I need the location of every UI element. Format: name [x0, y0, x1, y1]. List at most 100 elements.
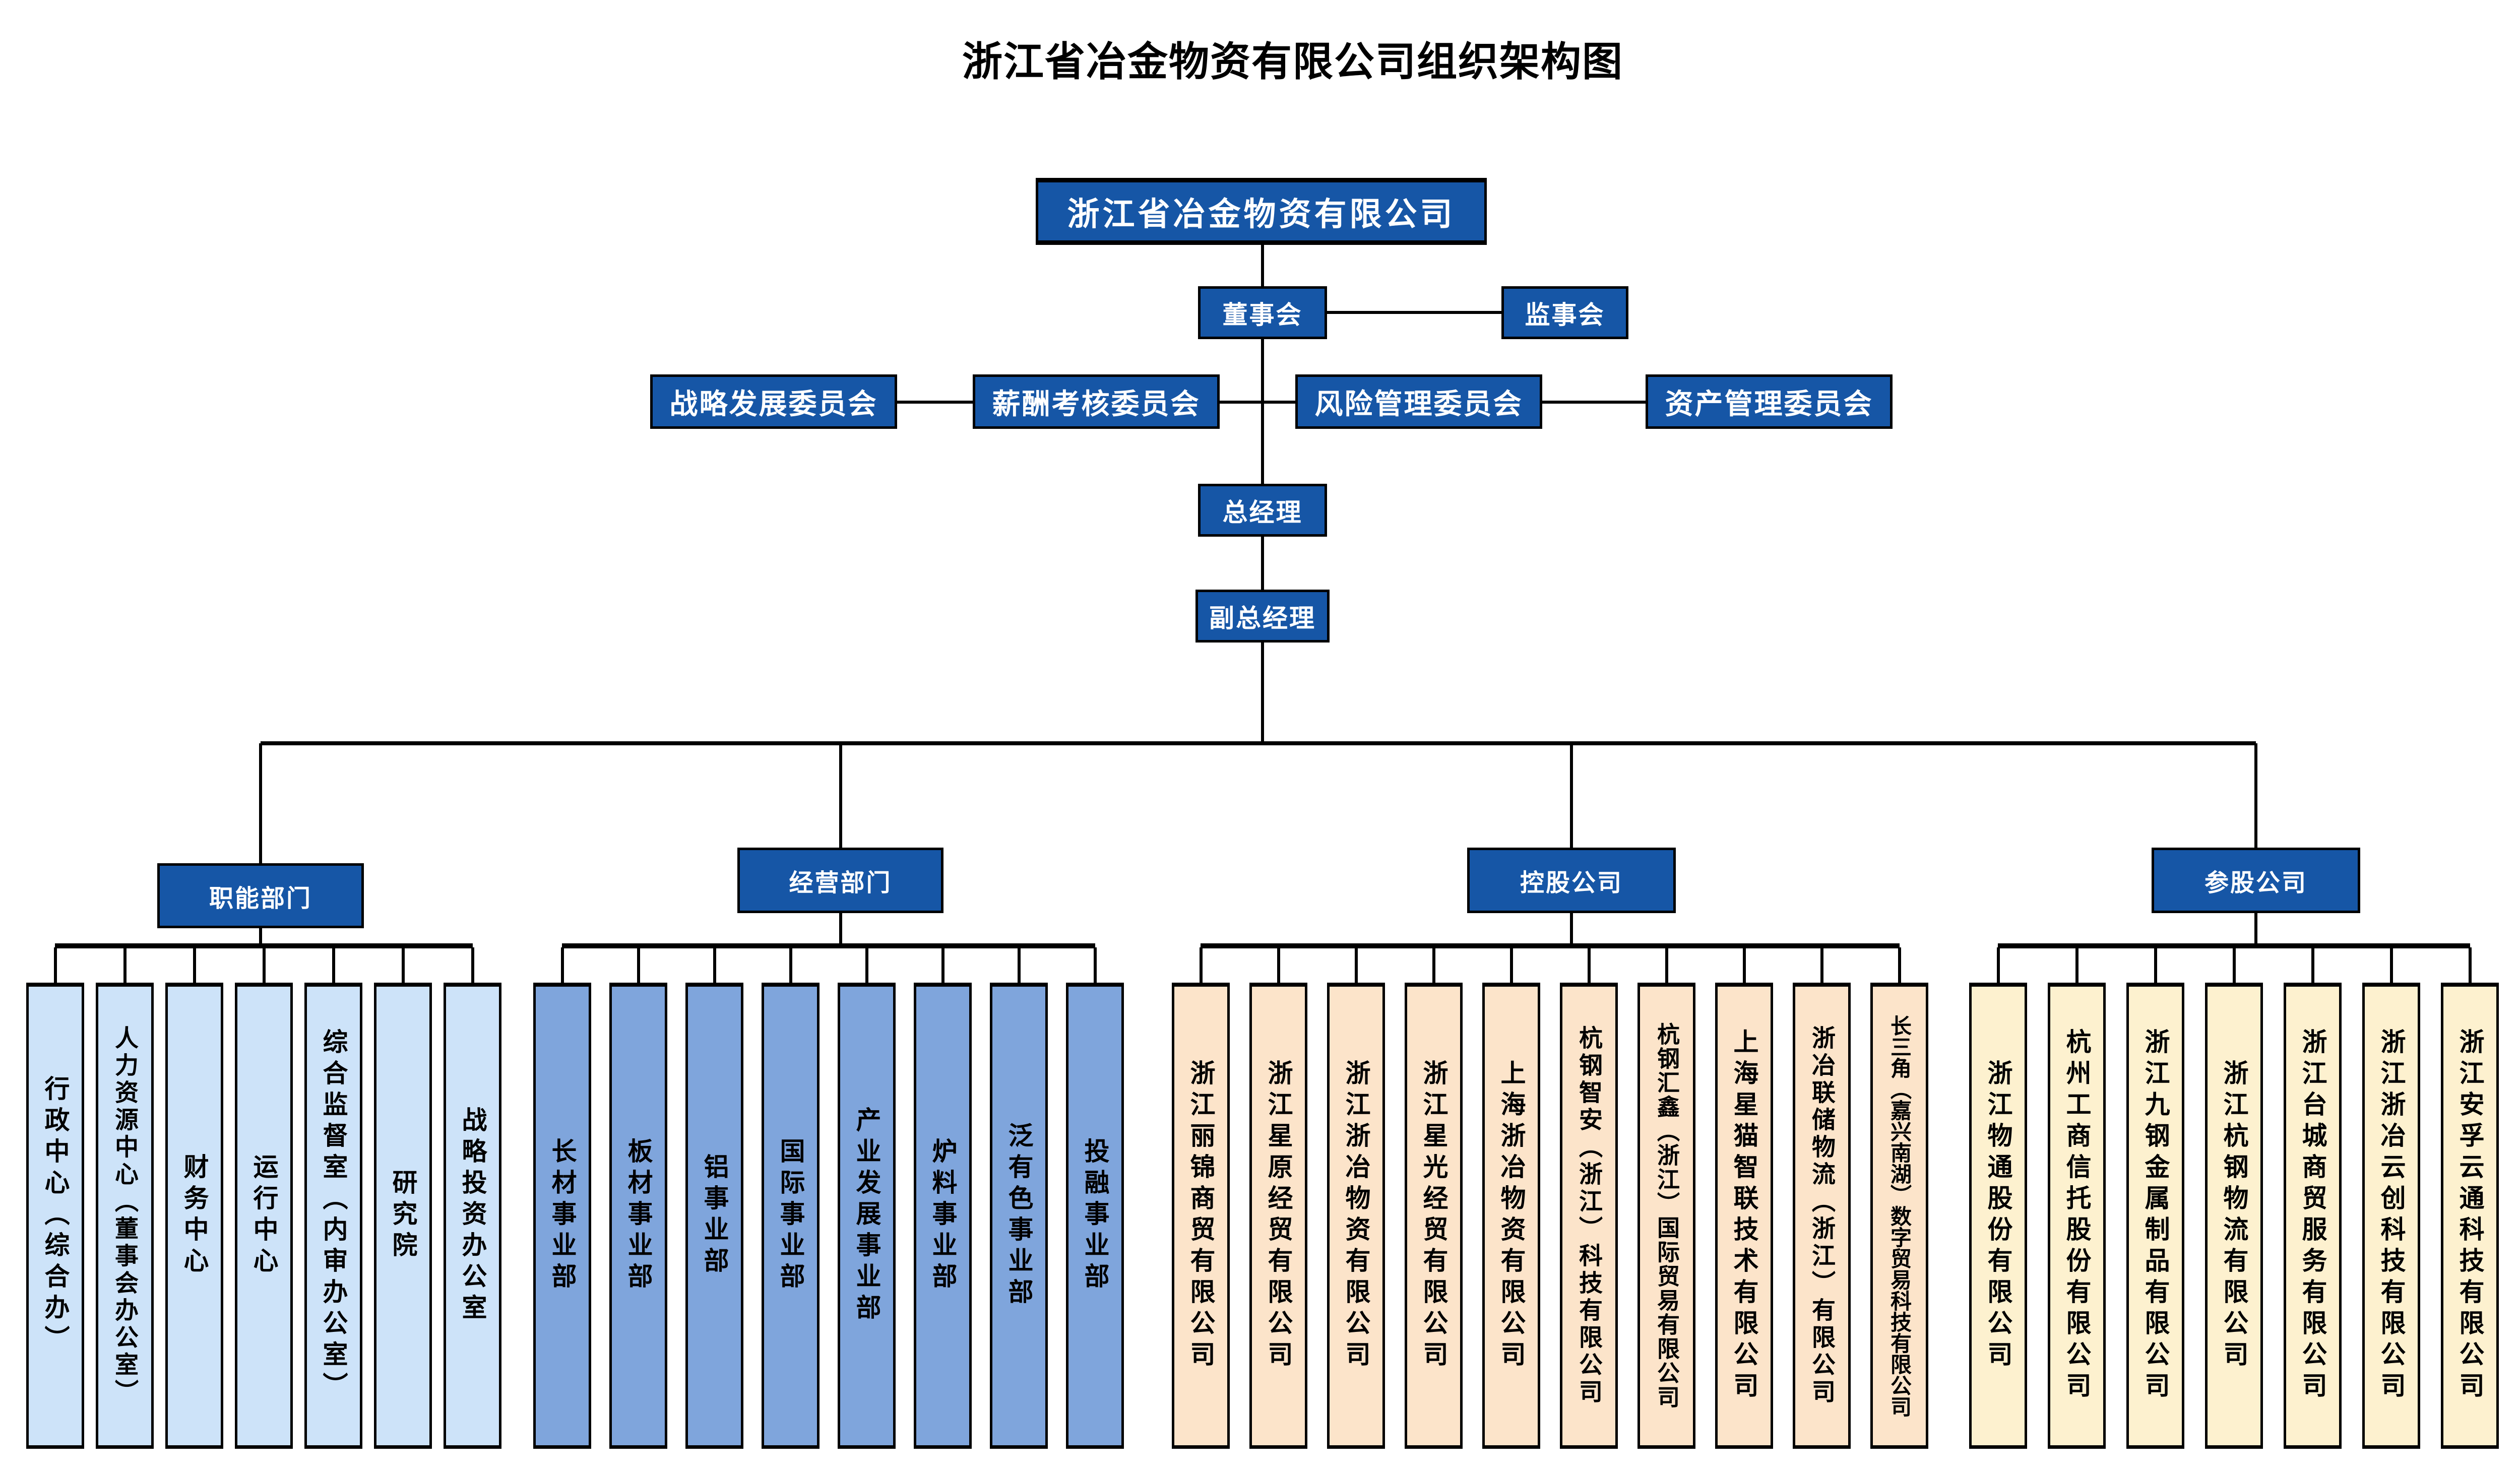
bus-participating: [1998, 943, 2470, 948]
org-child-node: 铝事业部: [685, 947, 743, 1449]
connector-board-supervisory: [1327, 311, 1501, 314]
org-child-node: 行政中心（综合办）: [26, 947, 84, 1449]
org-child-label: 浙江台城商贸服务有限公司: [2298, 1029, 2327, 1403]
org-child-label: 浙冶联储物流（浙江）有限公司: [1808, 1025, 1835, 1406]
org-child-label: 战略投资办公室: [458, 1107, 487, 1325]
node-root-company: 浙江省冶金物资有限公司: [1036, 178, 1487, 245]
org-child-label: 浙江浙冶云创科技有限公司: [2377, 1029, 2406, 1403]
org-child-node: 浙江星光经贸有限公司: [1405, 947, 1463, 1449]
org-child-label: 国际事业部: [776, 1138, 805, 1294]
bus-business: [562, 943, 1095, 948]
org-child-label: 长材事业部: [548, 1138, 577, 1294]
org-child-node: 杭钢智安（浙江）科技有限公司: [1560, 947, 1618, 1449]
org-child-label: 炉料事业部: [928, 1138, 957, 1294]
org-child-label: 杭钢智安（浙江）科技有限公司: [1576, 1025, 1602, 1406]
org-child-node: 浙江浙冶云创科技有限公司: [2362, 947, 2420, 1449]
page-title: 浙江省冶金物资有限公司组织架构图: [962, 39, 1623, 84]
org-child-node: 杭州工商信托股份有限公司: [2048, 947, 2106, 1449]
node-branch-participating: 参股公司: [2152, 848, 2360, 913]
functional-children-row: 行政中心（综合办） 人力资源中心（董事会办公室） 财务中心 运行中心 综合监督室…: [26, 947, 501, 1449]
org-child-node: 上海浙冶物资有限公司: [1482, 947, 1540, 1449]
connector-participating-to-bus: [2254, 911, 2257, 946]
org-child-node: 杭钢汇鑫（浙江）国际贸易有限公司: [1637, 947, 1695, 1449]
bus-functional: [55, 943, 473, 948]
participating-children-row: 浙江物通股份有限公司 杭州工商信托股份有限公司 浙江九钢金属制品有限公司 浙江杭…: [1969, 947, 2499, 1449]
connector-gm-to-dgm: [1261, 535, 1264, 592]
org-child-label: 财务中心: [180, 1153, 209, 1278]
org-child-label: 综合监督室（内审办公室）: [319, 1029, 348, 1403]
org-child-node: 浙江杭钢物流有限公司: [2205, 947, 2263, 1449]
connector-committees: [897, 401, 1646, 404]
feeder-business: [839, 743, 842, 850]
org-child-node: 战略投资办公室: [444, 947, 501, 1449]
node-committee-compensation: 薪酬考核委员会: [973, 374, 1220, 429]
org-child-label: 运行中心: [249, 1153, 278, 1278]
org-child-label: 投融事业部: [1081, 1138, 1109, 1294]
org-child-node: 长三角（嘉兴南湖）数字贸易科技有限公司: [1870, 947, 1928, 1449]
connector-dgm-to-bus: [1261, 640, 1264, 743]
connector-holding-to-bus: [1570, 911, 1573, 946]
org-child-node: 板材事业部: [609, 947, 667, 1449]
org-child-label: 长三角（嘉兴南湖）数字贸易科技有限公司: [1887, 1015, 1912, 1417]
bus-holding: [1201, 943, 1900, 948]
org-child-label: 杭州工商信托股份有限公司: [2062, 1029, 2091, 1403]
org-child-node: 人力资源中心（董事会办公室）: [96, 947, 154, 1449]
org-child-label: 浙江丽锦商贸有限公司: [1186, 1060, 1215, 1372]
org-child-label: 行政中心（综合办）: [41, 1075, 70, 1357]
org-child-node: 浙江安孚云通科技有限公司: [2441, 947, 2499, 1449]
org-child-label: 上海星猫智联技术有限公司: [1730, 1029, 1758, 1403]
org-child-node: 浙江九钢金属制品有限公司: [2126, 947, 2184, 1449]
feeder-holding: [1570, 743, 1573, 850]
org-child-node: 财务中心: [165, 947, 223, 1449]
feeder-participating: [2254, 743, 2257, 850]
node-committee-asset: 资产管理委员会: [1646, 374, 1893, 429]
node-general-manager: 总经理: [1198, 484, 1327, 537]
connector-business-to-bus: [839, 911, 842, 946]
org-child-label: 泛有色事业部: [1004, 1122, 1033, 1310]
org-child-node: 上海星猫智联技术有限公司: [1715, 947, 1773, 1449]
org-child-node: 炉料事业部: [914, 947, 972, 1449]
org-child-node: 泛有色事业部: [990, 947, 1048, 1449]
org-child-label: 浙江浙冶物资有限公司: [1342, 1060, 1370, 1372]
connector-board-to-gm: [1261, 337, 1264, 486]
node-committee-strategy: 战略发展委员会: [650, 374, 897, 429]
org-child-label: 浙江安孚云通科技有限公司: [2455, 1029, 2484, 1403]
feeder-functional: [259, 743, 262, 863]
org-child-label: 浙江星光经贸有限公司: [1419, 1060, 1448, 1372]
org-child-node: 国际事业部: [762, 947, 820, 1449]
holding-children-row: 浙江丽锦商贸有限公司 浙江星原经贸有限公司 浙江浙冶物资有限公司 浙江星光经贸有…: [1172, 947, 1928, 1449]
org-child-label: 板材事业部: [624, 1138, 653, 1294]
node-deputy-general-manager: 副总经理: [1195, 590, 1330, 643]
org-child-label: 杭钢汇鑫（浙江）国际贸易有限公司: [1654, 1022, 1679, 1409]
org-child-node: 浙江星原经贸有限公司: [1249, 947, 1307, 1449]
org-child-node: 浙江浙冶物资有限公司: [1327, 947, 1385, 1449]
node-board: 董事会: [1198, 286, 1327, 339]
org-child-label: 产业发展事业部: [852, 1107, 881, 1325]
connector-functional-to-bus: [259, 926, 262, 946]
org-child-node: 浙江物通股份有限公司: [1969, 947, 2027, 1449]
org-child-label: 人力资源中心（董事会办公室）: [111, 1025, 138, 1406]
connector-root-to-board: [1261, 243, 1264, 289]
org-child-label: 浙江星原经贸有限公司: [1264, 1060, 1293, 1372]
org-child-node: 长材事业部: [533, 947, 591, 1449]
org-child-label: 铝事业部: [700, 1153, 729, 1278]
node-supervisory-board: 监事会: [1501, 286, 1628, 339]
node-branch-holding: 控股公司: [1467, 848, 1676, 913]
node-committee-risk: 风险管理委员会: [1295, 374, 1542, 429]
org-child-label: 上海浙冶物资有限公司: [1497, 1060, 1526, 1372]
main-distribution-bus: [261, 741, 2256, 745]
org-child-label: 研究院: [389, 1169, 417, 1263]
org-child-label: 浙江九钢金属制品有限公司: [2141, 1029, 2170, 1403]
node-branch-functional: 职能部门: [157, 863, 364, 928]
org-child-label: 浙江杭钢物流有限公司: [2220, 1060, 2248, 1372]
org-child-node: 综合监督室（内审办公室）: [304, 947, 362, 1449]
org-child-node: 产业发展事业部: [838, 947, 896, 1449]
node-branch-business: 经营部门: [737, 848, 943, 913]
org-child-label: 浙江物通股份有限公司: [1984, 1060, 2012, 1372]
org-child-node: 浙冶联储物流（浙江）有限公司: [1793, 947, 1851, 1449]
org-child-node: 浙江台城商贸服务有限公司: [2284, 947, 2342, 1449]
business-children-row: 长材事业部 板材事业部 铝事业部 国际事业部 产业发展事业部 炉料事业部 泛有色…: [533, 947, 1124, 1449]
org-child-node: 投融事业部: [1066, 947, 1124, 1449]
org-child-node: 运行中心: [235, 947, 293, 1449]
